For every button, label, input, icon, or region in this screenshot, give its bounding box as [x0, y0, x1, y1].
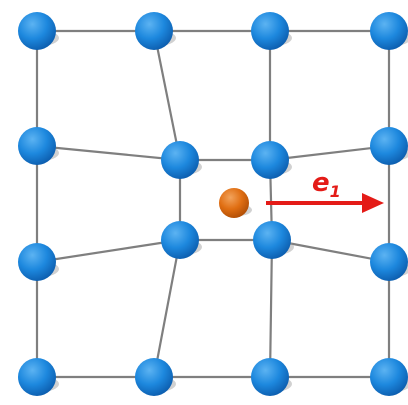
- lattice-node-1-3: [370, 127, 408, 165]
- lattice-node-2-2: [253, 221, 294, 259]
- lattice-node-2-1: [161, 221, 202, 259]
- lattice-node-3-1: [135, 358, 176, 396]
- lattice-node-2-0: [18, 243, 59, 281]
- lattice-edge-v-2-2: [270, 240, 272, 377]
- lattice-node-3-3: [370, 358, 408, 396]
- lattice-node-0-3: [370, 12, 408, 50]
- lattice-node-2-3: [370, 243, 408, 281]
- lattice-edge-v-0-1: [154, 31, 180, 160]
- lattice-node-3-0: [18, 358, 59, 396]
- arrow-label-subscript: 1: [330, 182, 341, 201]
- arrow-label: e1: [312, 168, 341, 201]
- lattice-node-1-0: [18, 127, 59, 165]
- lattice-node-1-2: [251, 141, 292, 179]
- particle: [219, 188, 252, 218]
- lattice-node-3-2: [251, 358, 292, 396]
- lattice-node-0-0: [18, 12, 59, 50]
- lattice-edge-h-2-0: [37, 240, 180, 262]
- lattice-edge-v-2-1: [154, 240, 180, 377]
- lattice-node-0-2: [251, 12, 292, 50]
- lattice-node-0-1: [135, 12, 176, 50]
- arrow-label-base: e: [312, 168, 330, 198]
- lattice-node-1-1: [161, 141, 202, 179]
